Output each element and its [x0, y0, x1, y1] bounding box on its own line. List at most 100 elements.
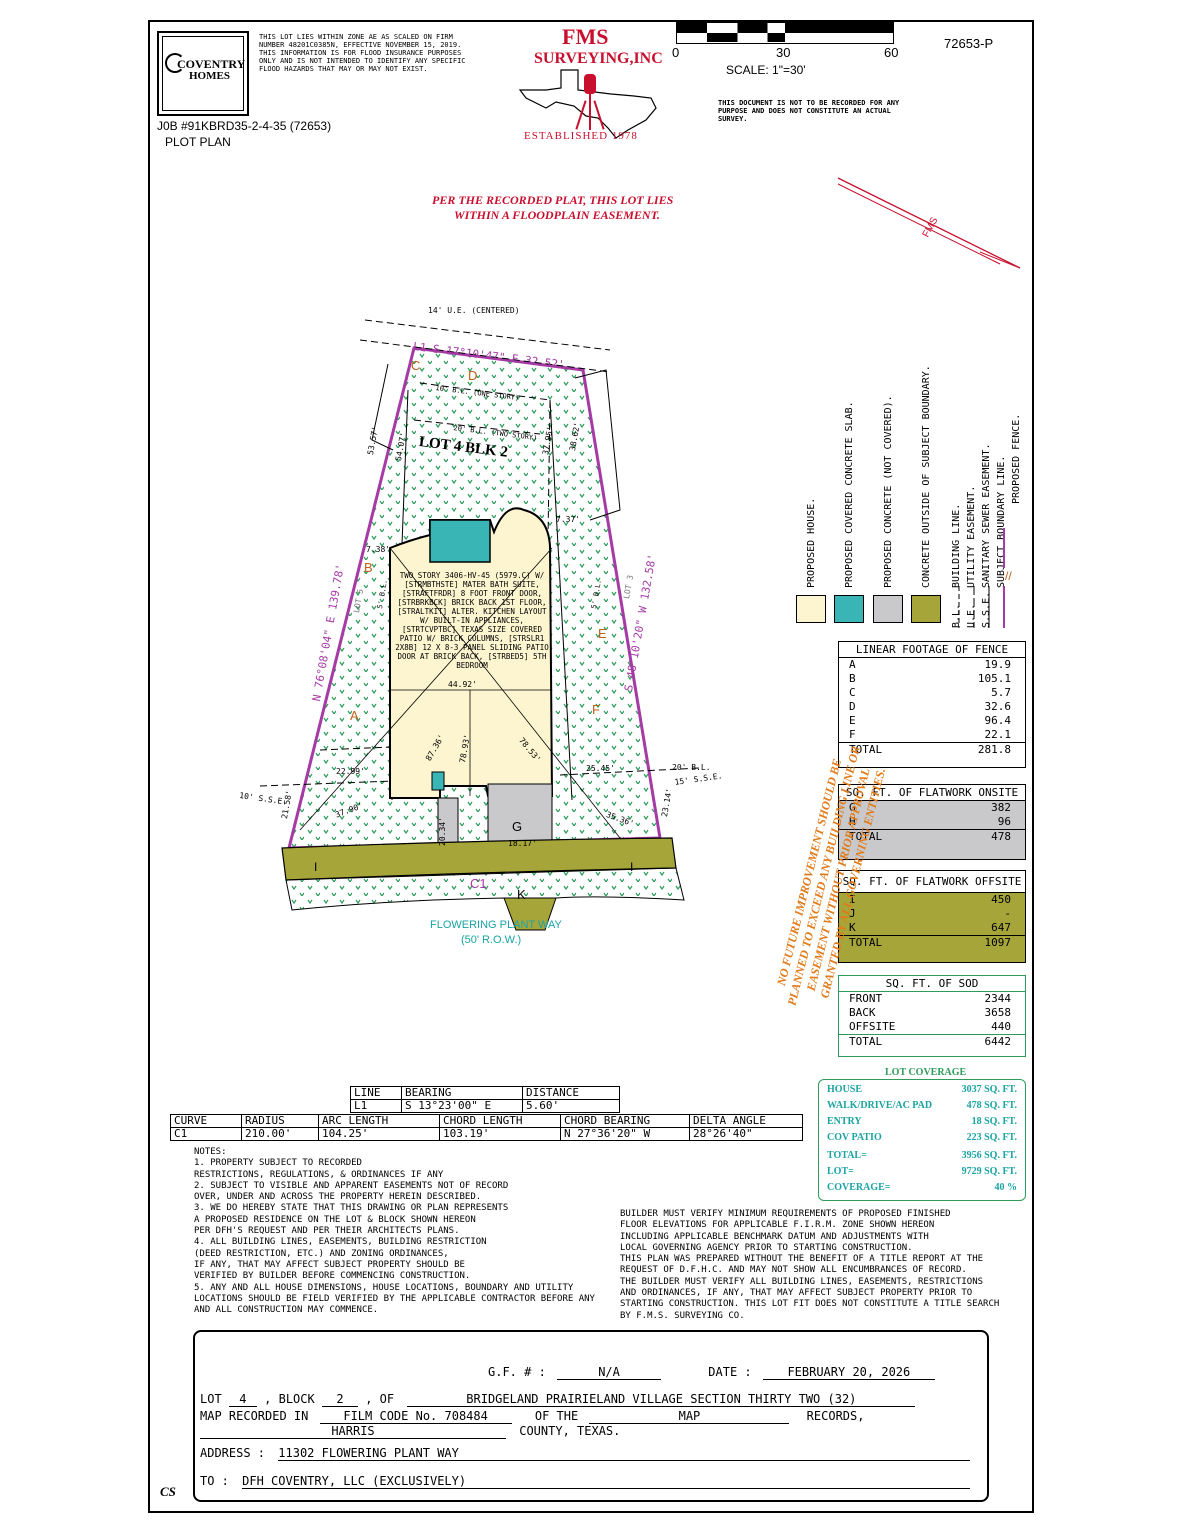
lot-label: LOT [200, 1392, 222, 1406]
footer-row-gf-date: G.F. # : N/A DATE : FEBRUARY 20, 2026 [488, 1365, 935, 1380]
driveway [437, 783, 553, 851]
scale-bar-top [677, 23, 893, 33]
coverage-row-lot: LOT=9729 SQ. FT. [827, 1166, 1017, 1177]
coverage-row-total: TOTAL=3956 SQ. FT. [827, 1150, 1017, 1161]
coventry-logo-inner [162, 36, 244, 111]
dim-25-45: 25.45' [586, 764, 615, 773]
dim-22-99: 22.99' [336, 767, 365, 776]
to-value: DFH COVENTRY, LLC (EXCLUSIVELY) [242, 1474, 971, 1489]
fence-letter-e: E [598, 626, 607, 641]
note-line-6: A PROPOSED RESIDENCE ON THE LOT & BLOCK … [194, 1214, 476, 1225]
legend-item-house: PROPOSED HOUSE. [806, 497, 817, 588]
footer-row-map: MAP RECORDED IN FILM CODE No. 708484 OF … [200, 1409, 864, 1424]
builder-note-line-3: INCLUDING APPLICABLE BENCHMARK DATUM AND… [620, 1231, 929, 1242]
coventry-logo-text: COVENTRY [177, 57, 246, 71]
legend-item-concrete: PROPOSED CONCRETE (NOT COVERED). [883, 395, 894, 588]
legend-swatch-covered [834, 595, 864, 623]
area-letter-g: G [512, 819, 523, 834]
note-line-13: LOCATIONS SHOULD BE FIELD VERIFIED BY TH… [194, 1293, 595, 1304]
line-table: LINE BEARING DISTANCE L1 S 13°23'00" E 5… [350, 1086, 620, 1113]
fence-letter-a: A [350, 708, 359, 723]
builder-note-line-5: THIS PLAN WAS PREPARED WITHOUT THE BENEF… [620, 1254, 984, 1265]
curve-cell-chord-bearing: N 27°36'20" W [560, 1127, 690, 1141]
line-cell-bearing: S 13°23'00" E [401, 1099, 523, 1113]
footer-row-to: TO : DFH COVENTRY, LLC (EXCLUSIVELY) [200, 1474, 971, 1489]
bl20-right-label: 20' B.L. [672, 763, 711, 772]
notes-block: NOTES: 1. PROPERTY SUBJECT TO RECORDED R… [194, 1147, 614, 1316]
fence-letter-f: F [592, 702, 600, 717]
dim-7-37: 7.37' [556, 515, 581, 524]
curve-header-radius: RADIUS [241, 1114, 319, 1128]
legend-item-covered: PROPOSED COVERED CONCRETE SLAB. [844, 401, 855, 588]
floodplain-note-1: PER THE RECORDED PLAT, THIS LOT LIES [432, 193, 674, 207]
coventry-logo: COVENTRY HOMES [157, 31, 249, 116]
curve-header-chord-length: CHORD LENGTH [439, 1114, 561, 1128]
svg-text://: // [1005, 569, 1012, 583]
county-suffix: COUNTY, TEXAS. [519, 1424, 621, 1438]
fms-logo-title: FMS [562, 24, 609, 49]
offsite-table-title: SQ. FT. OF FLATWORK OFFSITE [839, 871, 1025, 893]
note-line-3: 2. SUBJECT TO VISIBLE AND APPARENT EASEM… [194, 1180, 509, 1191]
builder-note-line-9: STARTING CONSTRUCTION. THIS LOT FIT DOES… [620, 1299, 1000, 1310]
curve-cell-chord-length: 103.19' [439, 1127, 561, 1141]
legend-swatch-offsite [911, 595, 941, 623]
dim-20-34: 20.34' [438, 817, 447, 846]
surveyor-transit-icon [575, 74, 605, 134]
date-label: DATE : [708, 1365, 752, 1379]
footer-row-county: HARRIS COUNTY, TEXAS. [200, 1424, 620, 1439]
flood-zone-note: THIS LOT LIES WITHIN ZONE AE AS SCALED O… [259, 33, 466, 73]
footer-row-lot-block: LOT 4 , BLOCK 2 , OF BRIDGELAND PRAIRIEL… [200, 1392, 916, 1407]
fms-logo: FMS SURVEYING,INC ESTABLISHED 1978 [510, 24, 680, 154]
coverage-row-percent: COVERAGE=40 % [827, 1182, 1017, 1193]
scale-tick-30: 30 [776, 45, 791, 60]
builder-note-block: BUILDER MUST VERIFY MINIMUM REQUIREMENTS… [620, 1209, 1020, 1322]
curve-cell-curve: C1 [170, 1127, 242, 1141]
right-side-easement [371, 363, 621, 521]
line-header-bearing: BEARING [401, 1086, 523, 1100]
note-line-12: 5. ANY AND ALL HOUSE DIMENSIONS, HOUSE L… [194, 1282, 574, 1293]
lot-coverage-title: LOT COVERAGE [885, 1067, 967, 1078]
easement-lines [259, 319, 701, 787]
note-line-8: 4. ALL BUILDING LINES, EASEMENTS, BUILDI… [194, 1237, 487, 1248]
scale-bar-bottom [677, 33, 893, 42]
offsite-row-j: J- [849, 907, 1011, 920]
builder-note-line-10: BY F.M.S. SURVEYING CO. [620, 1310, 745, 1321]
county-value: HARRIS [200, 1424, 506, 1439]
footer-row-address: ADDRESS : 11302 FLOWERING PLANT WAY [200, 1446, 971, 1461]
note-line-7: PER DFH'S REQUEST AND PER THEIR ARCHITEC… [194, 1226, 460, 1237]
coventry-logo-text-2: HOMES [189, 70, 230, 82]
builder-note-line-2: FLOOR ELEVATIONS FOR APPLICABLE F.I.R.M.… [620, 1220, 935, 1231]
of-the-label: OF THE [534, 1409, 579, 1423]
legend-line-fence: PROPOSED FENCE. [1011, 413, 1022, 504]
scale-tick-60: 60 [884, 45, 899, 60]
builder-note-line-8: AND ORDINANCES, IF ANY, THAT MAY AFFECT … [620, 1288, 973, 1299]
street-name: FLOWERING PLANT WAY [430, 919, 562, 931]
notes-title: NOTES: [194, 1147, 227, 1157]
house-footprint [389, 507, 554, 799]
fence-letter-d: D [468, 368, 478, 383]
area-letter-i-left: I [314, 860, 318, 874]
note-line-14: AND ALL CONSTRUCTION MAY COMMENCE. [194, 1305, 379, 1316]
legend-item-offsite: CONCRETE OUTSIDE OF SUBJECT BOUNDARY. [921, 365, 932, 588]
onsite-table-title: SQ. FT. OF FLATWORK ONSITE [839, 785, 1025, 801]
fence-letter-b: B [364, 560, 373, 575]
line-header-distance: DISTANCE [522, 1086, 620, 1100]
fms-logo-subtitle: SURVEYING,INC [534, 50, 663, 67]
scale-tick-0: 0 [672, 45, 680, 60]
fms-logo-established: ESTABLISHED 1978 [524, 130, 638, 142]
plot-plan-sheet [148, 20, 1034, 1513]
film-code-value: FILM CODE No. 708484 [319, 1409, 512, 1424]
texas-outline-icon [518, 69, 657, 139]
note-line-5: 3. WE DO HEREBY STATE THAT THIS DRAWING … [194, 1203, 509, 1214]
